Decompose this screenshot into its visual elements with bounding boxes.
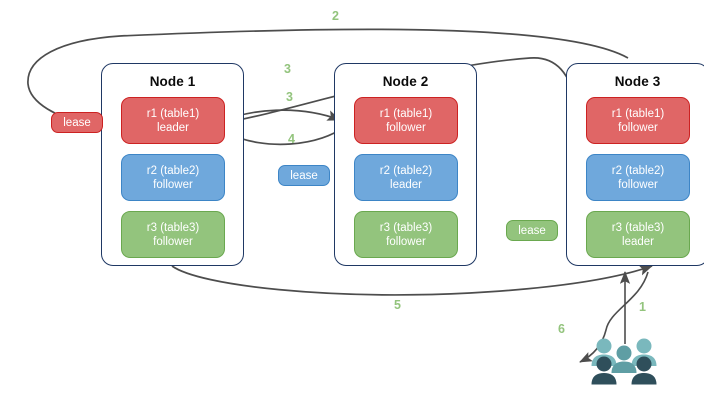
node-title: Node 1 (149, 74, 196, 89)
replica-node2-r1[interactable]: r1 (table1) follower (354, 97, 458, 144)
node-card-1[interactable]: Node 1 r1 (table1) leader r2 (table2) fo… (101, 63, 244, 266)
replica-name: r1 (table1) (379, 107, 433, 120)
replica-role: follower (153, 235, 193, 248)
node-title: Node 2 (382, 74, 429, 89)
step-label-3a: 3 (284, 62, 291, 76)
node-title: Node 3 (614, 74, 661, 89)
step-label-4: 4 (288, 132, 295, 146)
replica-node2-r3[interactable]: r3 (table3) follower (354, 211, 458, 258)
replica-name: r3 (table3) (611, 221, 665, 234)
lease-chip-r2[interactable]: lease (278, 165, 330, 186)
lease-chip-r3[interactable]: lease (506, 220, 558, 241)
replica-name: r2 (table2) (611, 164, 665, 177)
replica-name: r3 (table3) (146, 221, 200, 234)
replica-node3-r2[interactable]: r2 (table2) follower (586, 154, 690, 201)
replica-role: leader (157, 121, 189, 134)
replica-name: r3 (table3) (379, 221, 433, 234)
step-label-2: 2 (332, 9, 339, 23)
replica-role: leader (390, 178, 422, 191)
replica-name: r2 (table2) (146, 164, 200, 177)
node-card-2[interactable]: Node 2 r1 (table1) follower r2 (table2) … (334, 63, 477, 266)
step-label-6: 6 (558, 322, 565, 336)
replica-name: r1 (table1) (146, 107, 200, 120)
users-group-icon (591, 338, 657, 385)
replica-role: leader (622, 235, 654, 248)
replica-role: follower (618, 178, 658, 191)
step-label-3b: 3 (286, 90, 293, 104)
replica-role: follower (618, 121, 658, 134)
replica-name: r1 (table1) (611, 107, 665, 120)
replica-node3-r3[interactable]: r3 (table3) leader (586, 211, 690, 258)
replica-name: r2 (table2) (379, 164, 433, 177)
node-card-3[interactable]: Node 3 r1 (table1) follower r2 (table2) … (566, 63, 704, 266)
replica-node1-r1[interactable]: r1 (table1) leader (121, 97, 225, 144)
step-label-1: 1 (639, 300, 646, 314)
lease-chip-r1[interactable]: lease (51, 112, 103, 133)
replica-node1-r3[interactable]: r3 (table3) follower (121, 211, 225, 258)
replica-role: follower (386, 121, 426, 134)
replica-node2-r2[interactable]: r2 (table2) leader (354, 154, 458, 201)
replica-role: follower (386, 235, 426, 248)
arrow-step-5 (171, 265, 653, 296)
replica-role: follower (153, 178, 193, 191)
replica-node3-r1[interactable]: r1 (table1) follower (586, 97, 690, 144)
step-label-5: 5 (394, 298, 401, 312)
replica-node1-r2[interactable]: r2 (table2) follower (121, 154, 225, 201)
